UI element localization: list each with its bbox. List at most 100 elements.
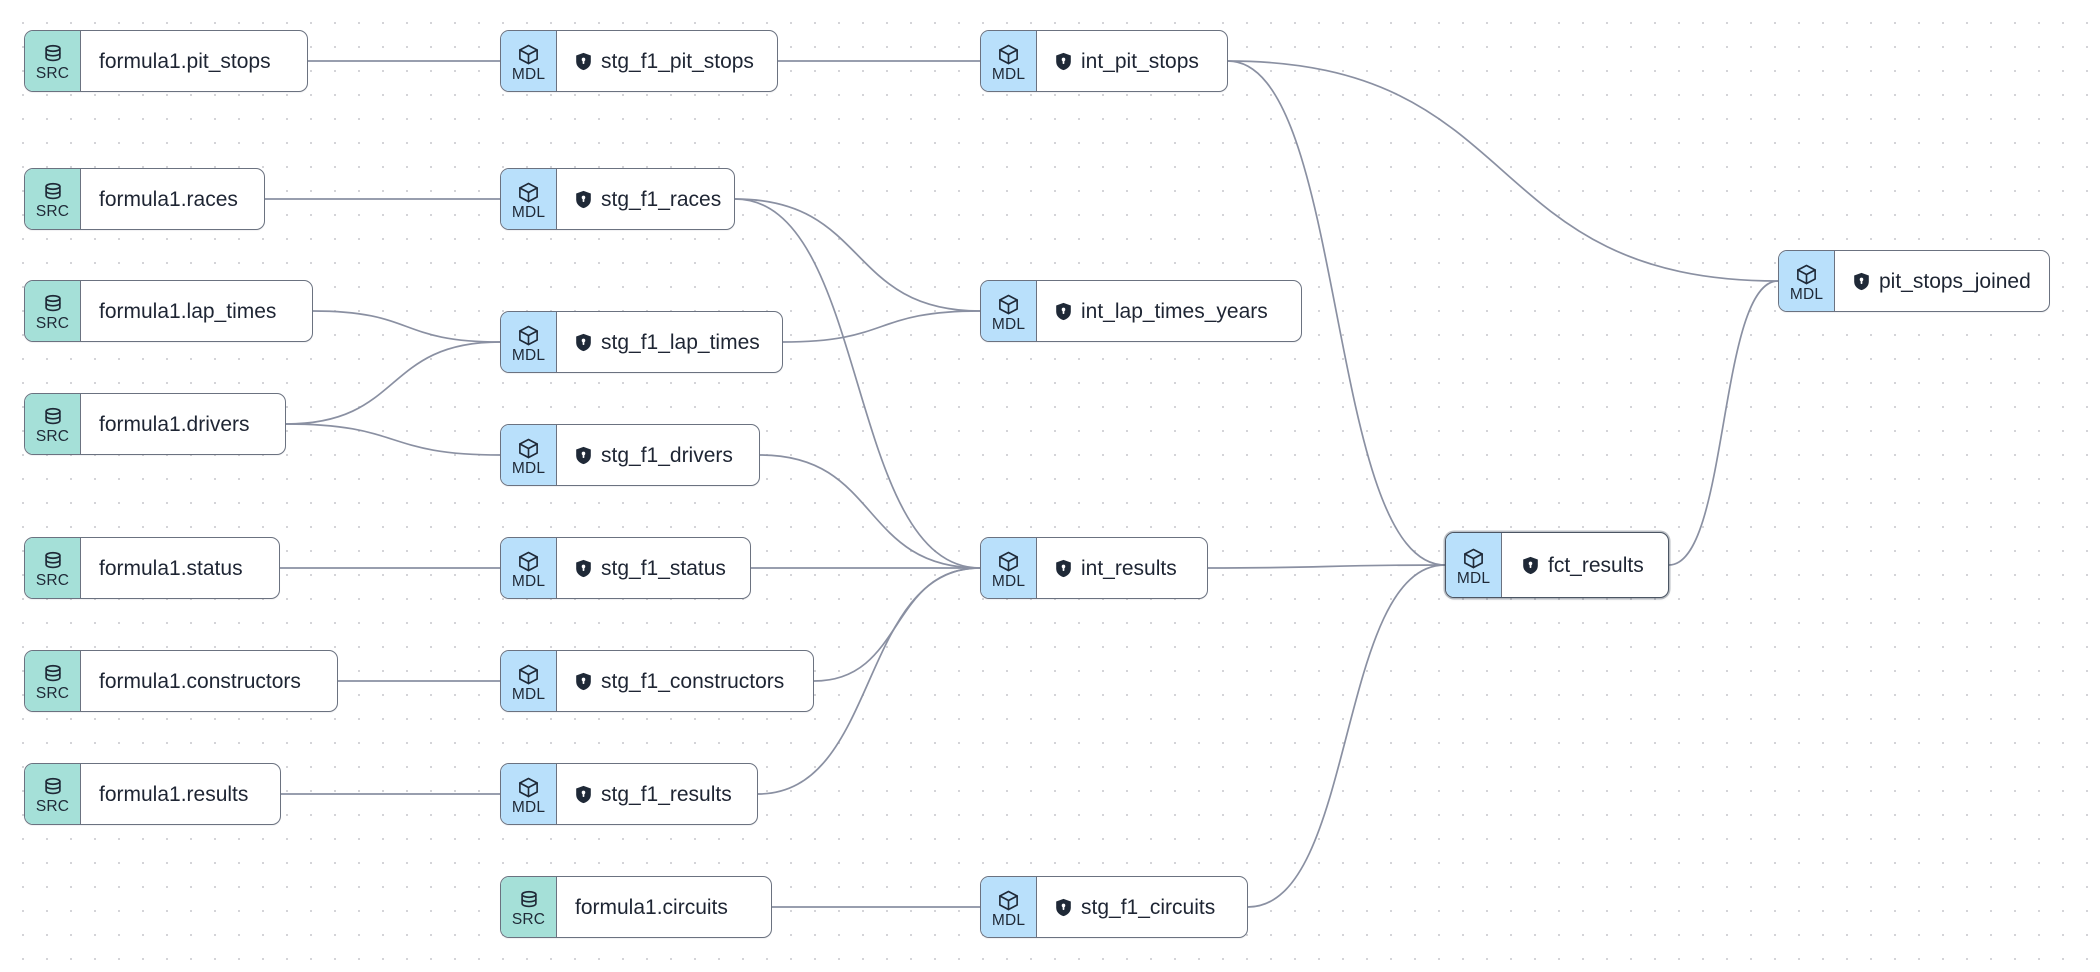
shield-lock-icon [576,446,591,464]
cube-icon [519,438,538,459]
node-type-badge-src: SRC [25,764,81,824]
node-type-badge-mdl: MDL [501,312,557,372]
shield-lock-icon [576,559,591,577]
graph-node-src_lap_times[interactable]: SRC formula1.lap_times [24,280,313,342]
cube-icon [999,890,1018,911]
shield-lock-icon [576,190,591,208]
cube-icon [519,551,538,572]
node-body: stg_f1_status [557,538,746,598]
node-badge-label: SRC [35,65,70,83]
graph-node-int_lap_times[interactable]: MDL int_lap_times_years [980,280,1302,342]
node-type-badge-mdl: MDL [501,651,557,711]
node-badge-label: SRC [35,572,70,590]
database-icon [44,45,61,62]
graph-node-stg_races[interactable]: MDL stg_f1_races [500,168,735,230]
node-label: int_pit_stops [1081,49,1199,73]
graph-node-stg_lap_times[interactable]: MDL stg_f1_lap_times [500,311,783,373]
node-type-badge-mdl: MDL [501,538,557,598]
graph-node-src_pit_stops[interactable]: SRC formula1.pit_stops [24,30,308,92]
node-body: stg_f1_pit_stops [557,31,774,91]
node-type-badge-src: SRC [25,394,81,454]
cube-icon [999,551,1018,572]
node-label: formula1.results [99,782,249,806]
node-badge-label: MDL [1456,569,1491,587]
node-label: stg_f1_drivers [601,443,733,467]
node-badge-label: SRC [35,315,70,333]
edge-src_drivers-to-stg_drivers [285,423,501,456]
graph-node-stg_circuits[interactable]: MDL stg_f1_circuits [980,876,1248,938]
node-badge-label: MDL [991,315,1026,333]
graph-node-stg_drivers[interactable]: MDL stg_f1_drivers [500,424,760,486]
node-badge-label: MDL [1789,285,1824,303]
graph-node-stg_pit_stops[interactable]: MDL stg_f1_pit_stops [500,30,778,92]
graph-node-src_circuits[interactable]: SRC formula1.circuits [500,876,772,938]
node-badge-label: MDL [511,798,546,816]
edge-fct_results-to-pit_stops_joined [1668,280,1779,566]
node-label: stg_f1_races [601,187,722,211]
shield-lock-icon [1056,559,1071,577]
node-type-badge-mdl: MDL [981,877,1037,937]
node-label: stg_f1_status [601,556,726,580]
node-body: formula1.circuits [557,877,748,937]
node-type-badge-src: SRC [25,281,81,341]
node-type-badge-mdl: MDL [501,169,557,229]
database-icon [44,778,61,795]
node-label: stg_f1_circuits [1081,895,1216,919]
shield-lock-icon [576,785,591,803]
node-label: formula1.constructors [99,669,301,693]
node-badge-label: SRC [511,911,546,929]
node-badge-label: MDL [511,346,546,364]
shield-lock-icon [1523,556,1538,574]
node-label: formula1.lap_times [99,299,277,323]
node-badge-label: MDL [511,203,546,221]
node-type-badge-src: SRC [25,169,81,229]
node-type-badge-mdl: MDL [501,31,557,91]
node-type-badge-src: SRC [25,538,81,598]
node-body: stg_f1_results [557,764,752,824]
node-badge-label: MDL [511,65,546,83]
shield-lock-icon [576,672,591,690]
node-body: formula1.drivers [81,394,270,454]
node-badge-label: SRC [35,203,70,221]
shield-lock-icon [1854,272,1869,290]
node-body: formula1.results [81,764,268,824]
graph-node-src_drivers[interactable]: SRC formula1.drivers [24,393,286,455]
node-badge-label: MDL [991,911,1026,929]
database-icon [44,552,61,569]
graph-node-stg_results[interactable]: MDL stg_f1_results [500,763,758,825]
edge-src_lap_times-to-stg_lap_times [312,310,501,343]
database-icon [44,408,61,425]
shield-lock-icon [1056,302,1071,320]
node-body: stg_f1_lap_times [557,312,780,372]
graph-node-fct_results[interactable]: MDL fct_results [1445,532,1669,598]
node-body: int_lap_times_years [1037,281,1288,341]
node-label: int_lap_times_years [1081,299,1268,323]
node-body: fct_results [1502,533,1666,597]
node-body: int_pit_stops [1037,31,1219,91]
node-badge-label: MDL [511,685,546,703]
node-type-badge-src: SRC [501,877,557,937]
database-icon [44,295,61,312]
node-badge-label: MDL [511,459,546,477]
edge-stg_races-to-int_lap_times [734,198,981,312]
database-icon [520,891,537,908]
node-body: formula1.pit_stops [81,31,291,91]
shield-lock-icon [576,333,591,351]
graph-node-stg_status[interactable]: MDL stg_f1_status [500,537,751,599]
database-icon [44,665,61,682]
cube-icon [519,44,538,65]
node-badge-label: MDL [511,572,546,590]
cube-icon [519,777,538,798]
graph-node-src_results[interactable]: SRC formula1.results [24,763,281,825]
node-badge-label: MDL [991,572,1026,590]
node-badge-label: SRC [35,428,70,446]
